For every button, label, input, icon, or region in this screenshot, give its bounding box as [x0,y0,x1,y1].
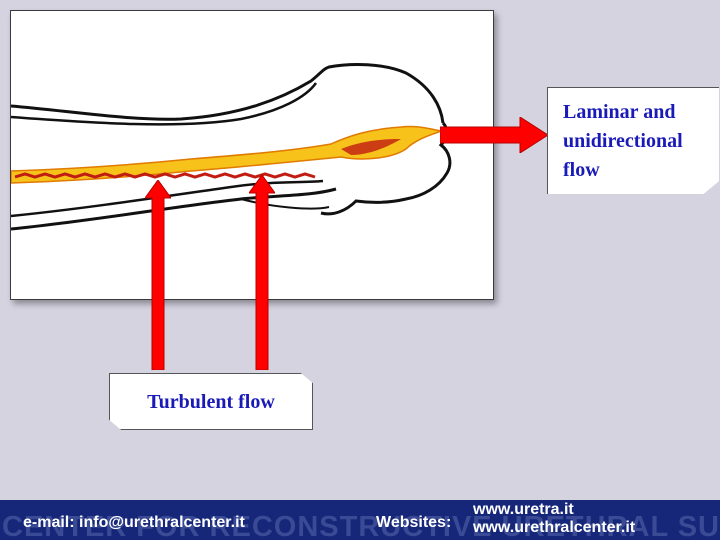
laminar-flow-callout: Laminar and unidirectional flow [547,87,719,194]
footer-bar: CENTER FOR RECONSTRUCTIVE URETHRAL SURGE… [0,500,720,540]
urethra-inner-lower [11,179,324,218]
turbulent-flow-callout: Turbulent flow [109,373,313,430]
laminar-arrow [440,117,549,153]
urethra-outline-lower [11,187,337,231]
urethra-inner-upper [11,82,318,126]
footer-website-link-2[interactable]: www.urethralcenter.it [473,519,636,536]
flow-core [341,139,401,155]
turbulent-arrow-right [249,175,275,370]
turbulent-arrow-left [145,180,171,370]
footer-watermark: CENTER FOR RECONSTRUCTIVE URETHRAL SURGE… [2,511,720,540]
footer-websites-label: Websites: [376,514,452,531]
urethra-outline-upper [11,63,445,124]
footer-email[interactable]: e-mail: info@urethralcenter.it [23,514,245,531]
flow-turbulence [14,172,316,179]
laminar-line-1: Laminar and [563,101,676,123]
laminar-line-2: unidirectional [563,130,683,152]
footer-website-link-1[interactable]: www.uretra.it [473,501,574,518]
laminar-line-3: flow [563,159,600,181]
urethra-lower-fold [240,198,330,210]
turbulent-flow-label: Turbulent flow [147,391,275,413]
